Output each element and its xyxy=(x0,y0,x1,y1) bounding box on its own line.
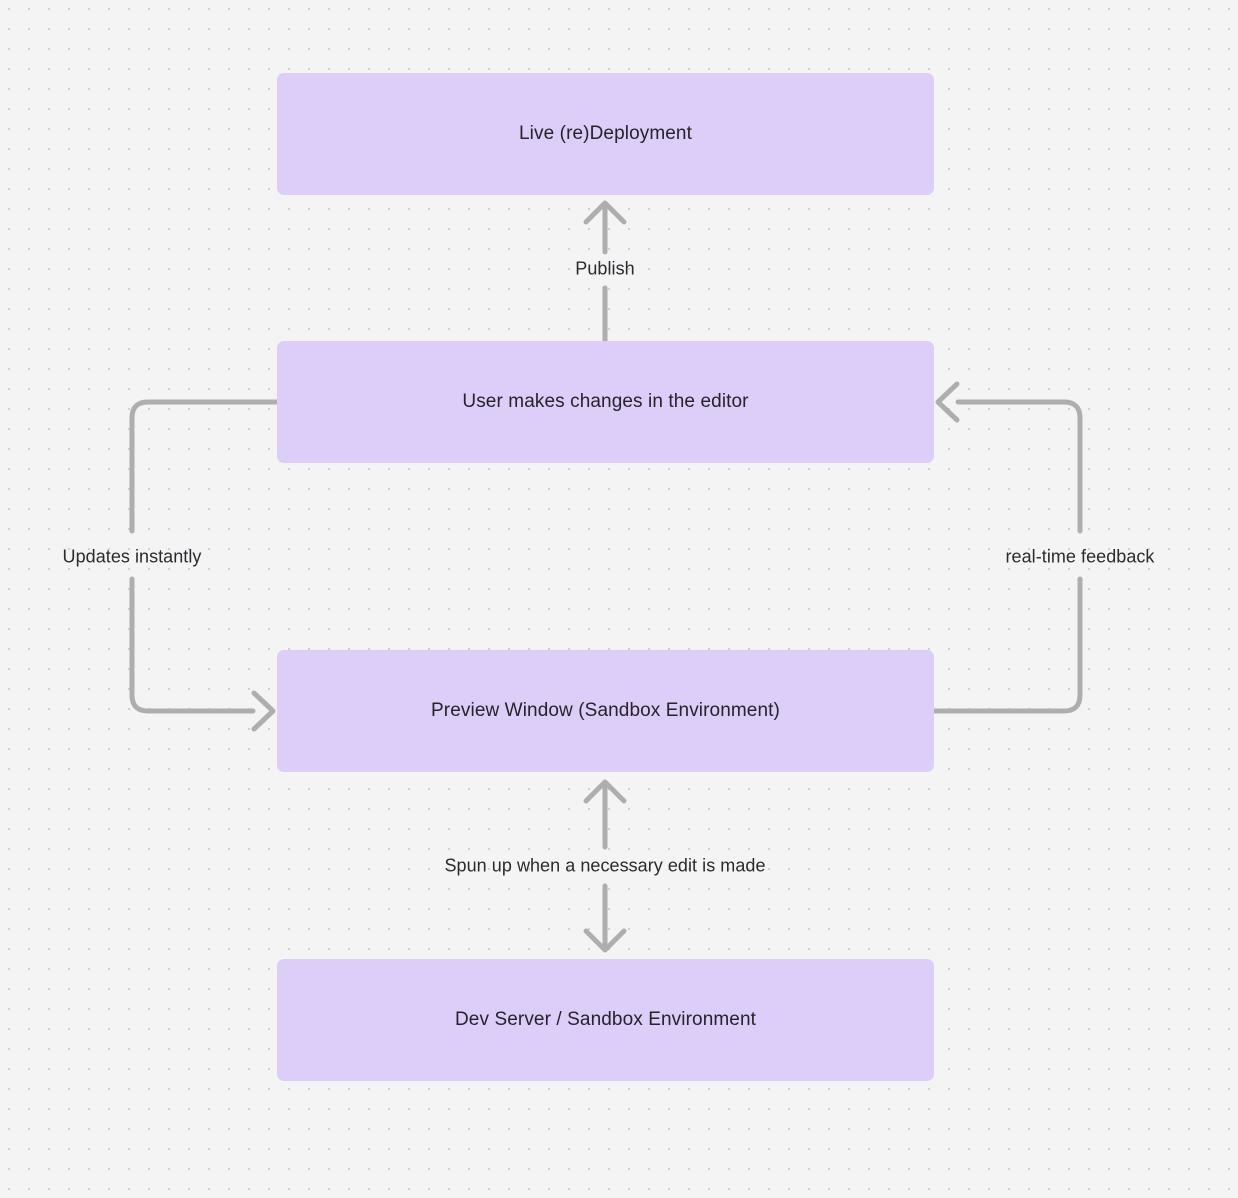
node-user-edits[interactable]: User makes changes in the editor xyxy=(277,341,934,463)
node-preview-window-label: Preview Window (Sandbox Environment) xyxy=(431,699,780,721)
edge-feedback-line-upper xyxy=(955,399,1083,534)
edge-label-spun-up: Spun up when a necessary edit is made xyxy=(444,855,766,876)
node-preview-window[interactable]: Preview Window (Sandbox Environment) xyxy=(277,650,934,772)
edge-feedback-arrowhead-icon xyxy=(935,381,960,423)
edge-spunup-arrowhead-down-icon xyxy=(583,928,627,953)
edge-label-updates-instantly: Updates instantly xyxy=(62,546,202,567)
edge-spunup-arrowhead-up-icon xyxy=(583,779,627,804)
edge-publish-arrowhead-icon xyxy=(583,200,627,225)
node-dev-server-label: Dev Server / Sandbox Environment xyxy=(454,1008,756,1030)
edge-feedback-line-lower xyxy=(931,576,1083,714)
node-live-deployment-label: Live (re)Deployment xyxy=(519,122,692,144)
edge-label-real-time-feedback: real-time feedback xyxy=(1005,546,1155,567)
node-user-edits-label: User makes changes in the editor xyxy=(462,390,749,412)
node-dev-server[interactable]: Dev Server / Sandbox Environment xyxy=(277,959,934,1081)
node-live-deployment[interactable]: Live (re)Deployment xyxy=(277,73,934,195)
edge-updates-line-lower xyxy=(129,576,256,714)
edge-label-publish: Publish xyxy=(575,258,635,279)
edge-updates-line-upper xyxy=(129,399,280,534)
edge-updates-arrowhead-icon xyxy=(251,690,276,732)
